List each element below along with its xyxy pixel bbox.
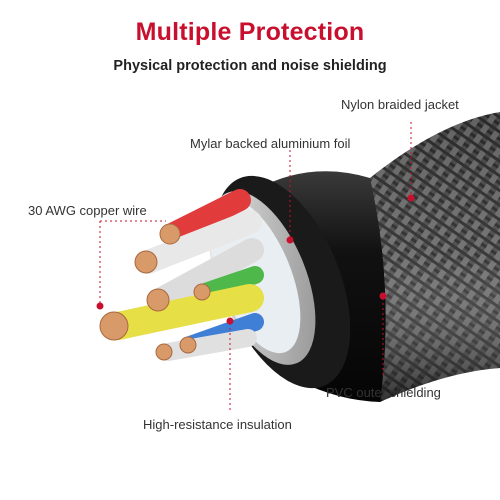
label-mylar-foil: Mylar backed aluminium foil [190, 136, 351, 151]
callout-lines [96, 122, 415, 410]
inner-wires [104, 189, 264, 361]
label-pvc-outer-shielding: PVC outer shielding [326, 385, 441, 400]
label-copper-wire: 30 AWG copper wire [28, 203, 147, 218]
page-title: Multiple Protection [135, 18, 365, 46]
label-nylon-braided-jacket: Nylon braided jacket [341, 97, 459, 112]
page-subtitle: Physical protection and noise shielding [113, 58, 387, 74]
copper-strands [99, 223, 211, 361]
label-insulation: High-resistance insulation [143, 417, 292, 432]
nylon-braided-jacket [370, 112, 500, 402]
